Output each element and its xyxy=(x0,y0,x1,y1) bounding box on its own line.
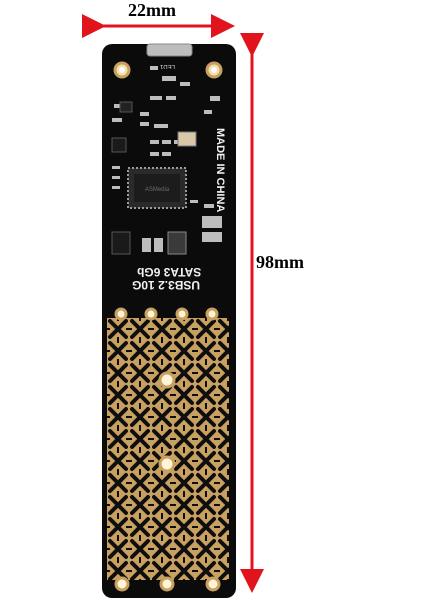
copper-pad-area xyxy=(107,318,229,580)
height-dimension-label: 98mm xyxy=(256,252,304,272)
svg-text:ASMedia: ASMedia xyxy=(145,187,170,193)
width-dimension-label: 22mm xyxy=(128,0,176,20)
usb-c-connector xyxy=(146,43,193,57)
led-label: LED1 xyxy=(160,63,176,69)
controller-chip: ASMedia xyxy=(127,167,187,209)
usb-label: USB3.2 10G xyxy=(132,278,201,292)
pcb-board: ASMedia xyxy=(102,43,236,598)
sata-label: SATA3 6Gb xyxy=(137,265,202,279)
made-in-label: MADE IN CHINA xyxy=(214,128,226,213)
